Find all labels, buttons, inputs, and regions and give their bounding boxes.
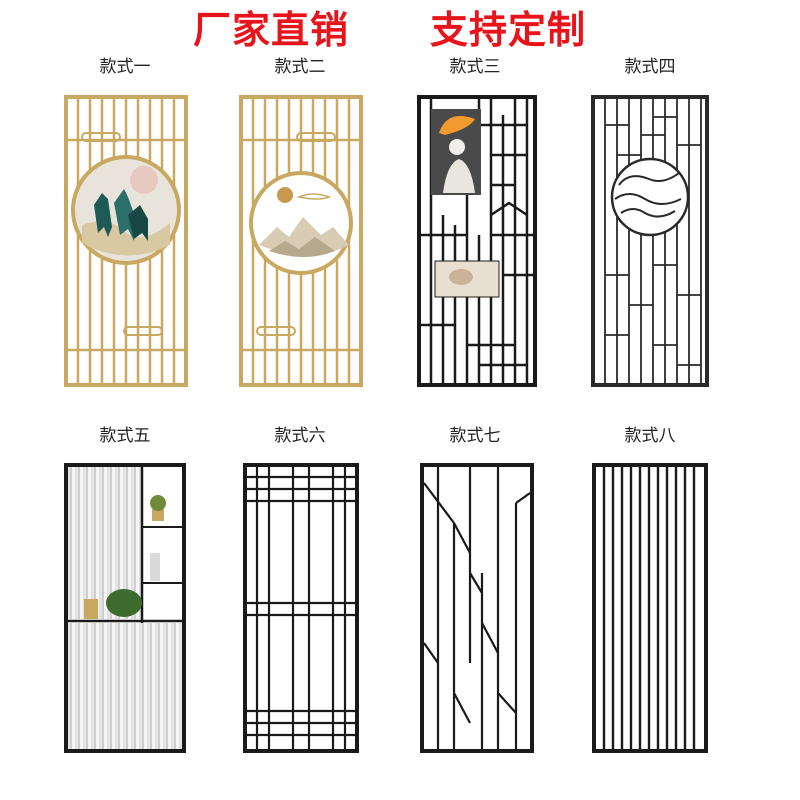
- style-label-6: 款式六: [274, 426, 326, 446]
- style-label-3: 款式三: [449, 57, 501, 77]
- style-label-5: 款式五: [99, 426, 151, 446]
- style-label-8: 款式八: [624, 426, 676, 446]
- screen-panel-style-8[interactable]: [592, 463, 708, 753]
- style-label-2: 款式二: [274, 57, 326, 77]
- screen-panel-style-6[interactable]: [243, 463, 359, 753]
- headline-factory-direct: 厂家直销: [193, 8, 350, 52]
- screen-panel-style-7[interactable]: [420, 463, 534, 753]
- style-label-4: 款式四: [624, 57, 676, 77]
- screen-panel-style-4[interactable]: [591, 95, 709, 387]
- headline-custom-made: 支持定制: [430, 8, 587, 52]
- style-label-7: 款式七: [449, 426, 501, 446]
- screen-panel-style-1[interactable]: [64, 95, 188, 387]
- style-label-1: 款式一: [99, 57, 151, 77]
- screen-panel-style-2[interactable]: [239, 95, 363, 387]
- screen-panel-style-3[interactable]: [417, 95, 537, 387]
- screen-panel-style-5[interactable]: [64, 463, 186, 753]
